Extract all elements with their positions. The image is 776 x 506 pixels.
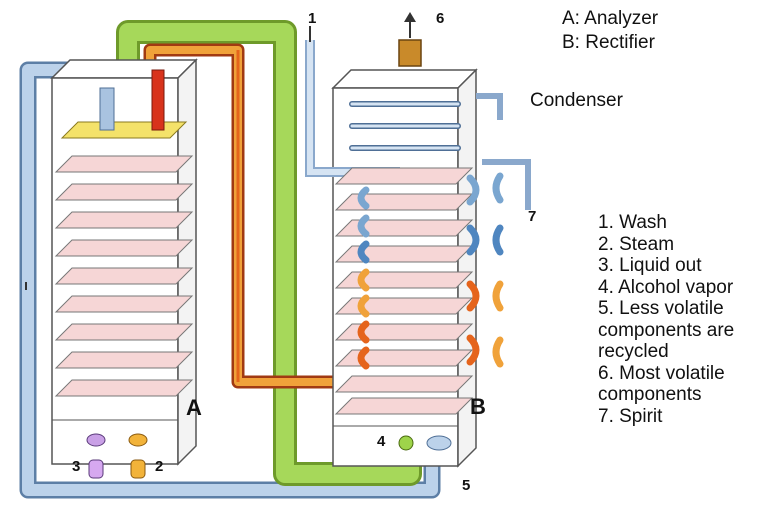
column-b-label: B (470, 394, 486, 419)
marker-7: 7 (528, 208, 537, 225)
legend-item: components (598, 384, 702, 405)
marker-2: 2 (155, 458, 164, 475)
analyzer-column (50, 58, 198, 479)
condenser-label: Condenser (530, 90, 623, 111)
legend-item: 4. Alcohol vapor (598, 276, 734, 298)
analyzer-trays (54, 155, 194, 397)
legend-item: 2. Steam (598, 233, 675, 255)
legend-item: components are (598, 319, 735, 341)
marker-3: 3 (72, 458, 81, 475)
marker-5: 5 (462, 477, 471, 494)
return-pipe (19, 61, 441, 499)
legend-item: 3. Liquid out (598, 255, 702, 276)
rectifier-trays (334, 167, 474, 415)
legend-item: 5. Less volatile (598, 298, 724, 319)
vapor-pipe (116, 20, 422, 486)
analyzer-label: A: Analyzer (562, 8, 659, 29)
legend-item: 1. Wash (598, 212, 667, 233)
marker-4: 4 (377, 433, 386, 450)
rectifier-label: B: Rectifier (562, 32, 655, 53)
column-a-label: A (186, 395, 202, 420)
marker-6: 6 (436, 10, 445, 27)
marker-1: 1 (308, 10, 317, 27)
legend: 1. Wash 2. Steam 3. Liquid out 4. Alcoho… (598, 212, 734, 427)
legend-item: recycled (598, 341, 669, 362)
legend-item: 6. Most volatile (598, 362, 725, 384)
legend-item: 7. Spirit (598, 405, 663, 427)
rectifier-column (305, 12, 531, 468)
